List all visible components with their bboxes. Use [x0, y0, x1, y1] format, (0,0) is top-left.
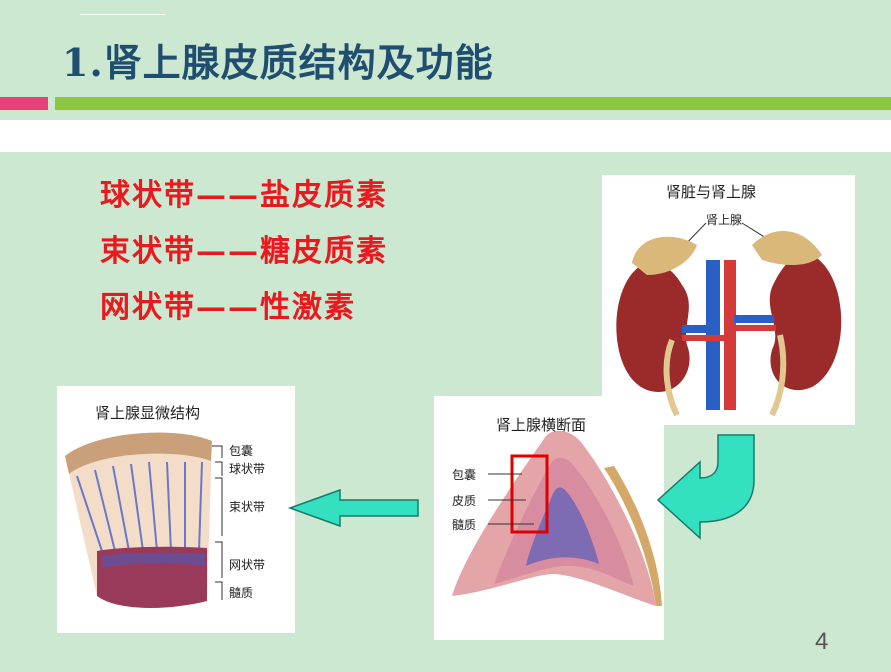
micro-label-reticularis: 网状带: [229, 558, 266, 572]
accent-bar-pink: [0, 97, 48, 110]
zone-list: 球状带——盐皮质素 束状带——糖皮质素 网状带——性激素: [100, 168, 388, 336]
cross-section-title: 肾上腺横断面: [496, 416, 587, 434]
micro-label-medulla: 髓质: [229, 586, 254, 600]
kidney-figure-title: 肾脏与肾上腺: [666, 183, 757, 201]
microstructure-illustration: [65, 432, 223, 608]
cross-section-illustration: [452, 430, 662, 606]
cross-label-medulla: 髓质: [452, 518, 477, 532]
cross-label-capsule: 包囊: [452, 468, 477, 482]
page-number: 4: [815, 628, 829, 655]
zone-glomerulosa: 球状带——盐皮质素: [100, 178, 388, 213]
micro-figure-title: 肾上腺显微结构: [95, 404, 201, 422]
slide-title: 1.肾上腺皮质结构及功能: [62, 40, 494, 85]
cross-label-cortex: 皮质: [452, 494, 477, 508]
top-decor-line: [80, 14, 165, 15]
left-arrow-icon: [287, 488, 419, 528]
micro-label-fasciculata: 束状带: [229, 500, 266, 514]
adrenal-microstructure-figure: 肾上腺显微结构 包囊 球状带 束状带 网状带 髓质: [57, 386, 295, 633]
accent-bar-green: [55, 97, 891, 110]
white-band: [0, 120, 891, 152]
kidney-illustration: [616, 222, 842, 417]
zone-reticularis: 网状带——性激素: [100, 290, 356, 325]
micro-label-capsule: 包囊: [229, 444, 254, 458]
adrenal-cross-section-figure: 肾上腺横断面 包囊 皮质 髓质: [434, 396, 664, 640]
zone-fasciculata: 束状带——糖皮质素: [100, 234, 388, 269]
adrenal-label: 肾上腺: [706, 213, 743, 227]
curved-arrow-icon: [656, 434, 755, 540]
kidney-adrenal-figure: 肾脏与肾上腺 肾上腺: [602, 175, 855, 425]
micro-label-glomerulosa: 球状带: [229, 462, 266, 476]
